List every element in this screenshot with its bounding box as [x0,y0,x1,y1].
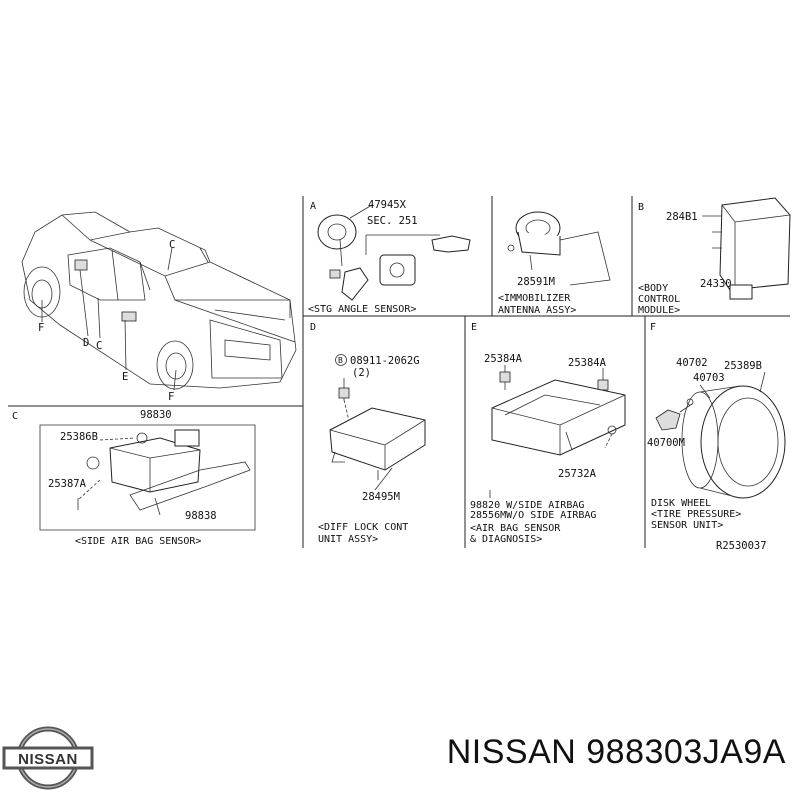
svg-text:40700M: 40700M [647,437,685,449]
svg-text:CONTROL: CONTROL [638,294,680,305]
svg-text:<STG ANGLE SENSOR>: <STG ANGLE SENSOR> [308,304,416,315]
svg-text:B: B [338,356,343,365]
svg-text:<IMMOBILIZER: <IMMOBILIZER [498,293,571,304]
svg-text:& DIAGNOSIS>: & DIAGNOSIS> [470,534,542,545]
callout-f-front: F [38,322,44,334]
svg-text:(2): (2) [352,367,371,379]
svg-text:<TIRE PRESSURE>: <TIRE PRESSURE> [651,509,741,520]
svg-text:25386B: 25386B [60,431,98,443]
svg-text:08911-2062G: 08911-2062G [350,355,420,367]
svg-text:A: A [310,201,316,212]
callout-e: E [122,371,128,383]
grid-lines [8,196,790,548]
svg-text:ANTENNA ASSY>: ANTENNA ASSY> [498,305,576,316]
part-number-caption: NISSAN 988303JA9A [446,733,786,771]
section-immobilizer: 28591M <IMMOBILIZER ANTENNA ASSY> [498,211,611,316]
section-a: A 47945X SEC. 251 <STG ANGLE SENSOR> [308,199,471,315]
drawing-number: R2530037 [716,540,767,552]
section-f: F 40702 25389B 40703 40700M DISK WHEEL <… [647,322,786,552]
section-e: E 25384A 25384A 25732A 98820 W/SIDE AIRB… [470,322,626,545]
svg-text:28591M: 28591M [517,276,555,288]
svg-text:SENSOR UNIT>: SENSOR UNIT> [651,520,723,531]
vehicle-callouts: C F D C E F [38,239,175,403]
svg-text:NISSAN: NISSAN [18,751,78,768]
svg-text:B: B [638,202,644,213]
svg-text:<BODY: <BODY [638,283,668,294]
svg-text:SEC. 251: SEC. 251 [367,215,418,227]
svg-text:25389B: 25389B [724,360,762,372]
svg-text:25387A: 25387A [48,478,87,490]
svg-text:<AIR BAG SENSOR: <AIR BAG SENSOR [470,523,561,534]
svg-text:UNIT ASSY>: UNIT ASSY> [318,534,378,545]
svg-text:28556MW/O SIDE AIRBAG: 28556MW/O SIDE AIRBAG [470,510,596,521]
svg-text:98820 W/SIDE AIRBAG: 98820 W/SIDE AIRBAG [470,500,584,511]
svg-text:284B1: 284B1 [666,211,698,223]
svg-text:<DIFF LOCK CONT: <DIFF LOCK CONT [318,522,408,533]
callout-d: D [83,337,89,349]
brand-footer: NISSAN NISSAN 988303JA9A [0,715,800,800]
svg-text:D: D [310,322,316,333]
svg-text:MODULE>: MODULE> [638,305,680,316]
svg-text:98838: 98838 [185,510,217,522]
svg-text:E: E [471,322,477,333]
section-d: D B 08911-2062G (2) 28495M <DIFF LOCK CO… [310,322,426,545]
svg-text:DISK WHEEL: DISK WHEEL [651,498,711,509]
svg-text:25384A: 25384A [568,357,607,369]
svg-text:<SIDE AIR BAG SENSOR>: <SIDE AIR BAG SENSOR> [75,536,201,547]
svg-text:24330: 24330 [700,278,732,290]
svg-text:C: C [12,411,18,422]
svg-text:40703: 40703 [693,372,725,384]
svg-text:40702: 40702 [676,357,708,369]
svg-text:47945X: 47945X [368,199,407,211]
callout-c-side: C [96,340,102,352]
svg-text:25384A: 25384A [484,353,523,365]
svg-text:25732A: 25732A [558,468,597,480]
svg-text:98830: 98830 [140,409,172,421]
svg-text:28495M: 28495M [362,491,400,503]
callout-f-rear: F [168,391,174,403]
callout-c-top: C [169,239,175,251]
section-b: B 284B1 24330 <BODY CONTROL MODULE> [638,197,791,316]
vehicle-illustration [21,211,297,391]
section-c: C 98830 25386B 25387A 98838 <SIDE AIR BA… [12,409,256,547]
nissan-logo: NISSAN [2,726,94,790]
svg-text:F: F [650,322,656,333]
